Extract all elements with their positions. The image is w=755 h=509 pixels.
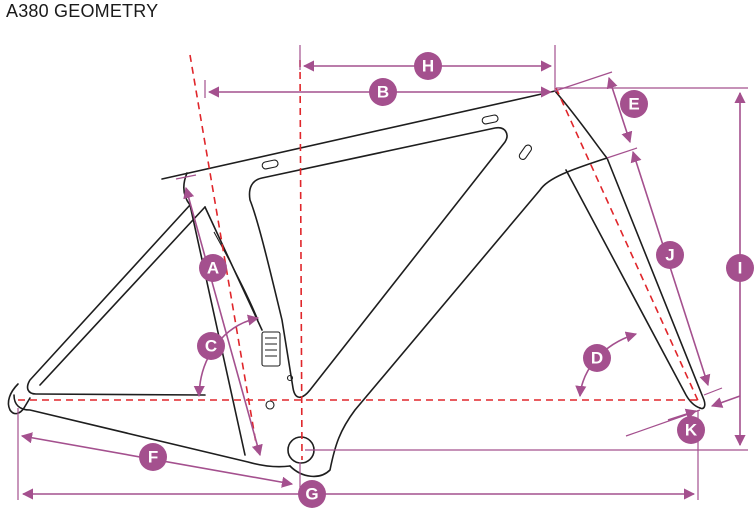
badge-d-label: D: [591, 349, 603, 368]
seat-stay: [26, 204, 206, 396]
badge-h: H: [414, 52, 442, 80]
badge-i: I: [726, 254, 754, 282]
vertical-bb-axis: [299, 59, 303, 461]
badge-j-label: J: [665, 246, 674, 265]
badge-g: G: [298, 480, 326, 508]
centerlines: [18, 54, 701, 461]
badge-f-label: F: [148, 448, 158, 467]
down-tube-underside: [289, 157, 608, 478]
badge-e: E: [620, 90, 648, 118]
badge-c-label: C: [205, 337, 217, 356]
badge-a: A: [199, 254, 227, 282]
top-tube-boss-front: [481, 114, 499, 125]
fork-rear-blade: [565, 169, 701, 409]
badge-i-label: I: [738, 259, 743, 278]
badge-k: K: [677, 416, 705, 444]
badge-a-label: A: [207, 259, 219, 278]
dim-line-e: [606, 76, 633, 144]
main-triangle-cutout: [248, 126, 508, 399]
top-tube-boss-rear: [261, 159, 279, 170]
top-tube-top-edge: [161, 90, 556, 180]
badge-b-label: B: [377, 83, 389, 102]
rear-dropout: [7, 383, 31, 415]
fork-front-blade: [606, 157, 706, 410]
down-tube-port: [518, 144, 533, 161]
badge-f: F: [139, 443, 167, 471]
badge-e-label: E: [628, 95, 639, 114]
badge-b: B: [369, 78, 397, 106]
front-derailleur-mount: [265, 400, 275, 410]
bike-frame: [7, 90, 706, 478]
cable-port: [261, 331, 281, 367]
badge-g-label: G: [305, 485, 318, 504]
head-tube-front-edge: [554, 90, 608, 159]
badge-h-label: H: [422, 57, 434, 76]
dim-line-k: [667, 408, 698, 421]
badge-d: D: [583, 344, 611, 372]
badge-j: J: [656, 241, 684, 269]
seat-stay-inner: [39, 206, 206, 386]
badge-c: C: [197, 332, 225, 360]
badge-k-label: K: [685, 421, 698, 440]
dim-line-a: [183, 186, 263, 457]
bottle-bolt: [286, 374, 294, 382]
diagram-title: A380 GEOMETRY: [6, 1, 159, 21]
